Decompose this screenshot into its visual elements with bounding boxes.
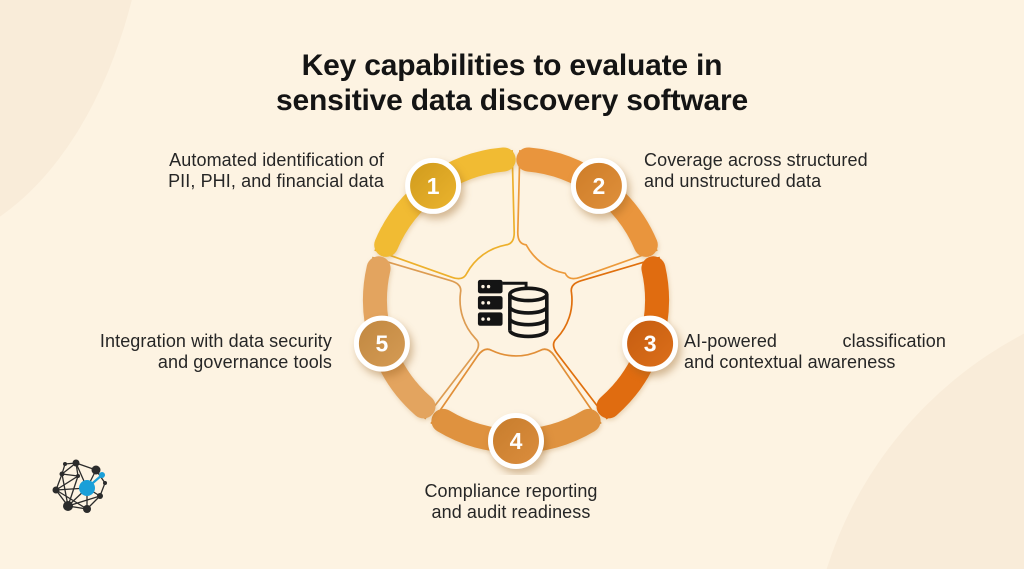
badge-1: 1 [405,157,462,214]
badge-1-number: 1 [427,173,440,199]
segment-label-1-line1: Automated identification of [169,150,384,170]
badge-5-number: 5 [376,331,389,357]
segment-label-4-line2: and audit readiness [431,502,591,522]
network-logo-accent [79,472,105,496]
segment-label-3-word-right: classification [842,331,946,351]
segment-label-3-line2: and contextual awareness [684,352,896,372]
segment-label-2: Coverage across structured and unstructu… [644,150,934,192]
sector-outline-5 [371,256,480,420]
badge-4-number: 4 [510,428,523,454]
wheel-diagram: 1 2 3 4 5 [353,147,679,469]
segment-label-2-line1: Coverage across structured [644,150,868,170]
sector-outline-3 [552,256,661,420]
page-title-line1: Key capabilities to evaluate in [301,49,723,82]
badge-5: 5 [353,315,410,372]
segment-label-3-word-left: AI-powered [684,331,778,351]
page-title-line2: sensitive data discovery software [276,84,748,117]
segment-label-2-line2: and unstructured data [644,171,822,191]
badge-2-circle [570,157,627,214]
sector-outline-2 [516,150,658,280]
segment-label-5-line1: Integration with data security [99,331,332,351]
segment-label-1: Automated identification of PII, PHI, an… [92,150,384,192]
sector-outline-4 [430,348,602,425]
segment-label-4: Compliance reporting and audit readiness [370,481,652,523]
badge-3-number: 3 [644,331,657,357]
badge-2-number: 2 [593,173,606,199]
badge-3-circle [622,315,679,372]
badge-4-circle [488,413,544,469]
sector-outline-1 [374,150,516,280]
database-server-icon [477,279,549,339]
badge-2: 2 [570,157,627,214]
background-blob-top-left [0,0,150,250]
segment-label-3: AI-powered classification and contextual… [684,331,946,373]
segment-label-1-line2: PII, PHI, and financial data [168,171,384,191]
network-logo [52,459,107,513]
badge-5-circle [353,315,410,372]
page-title: Key capabilities to evaluate in sensitiv… [0,48,1024,118]
badge-3: 3 [622,315,679,372]
badge-1-circle [405,157,462,214]
network-logo-nodes [52,459,107,513]
segment-label-3-line1: AI-powered classification [684,331,946,352]
server-led-dots [481,284,491,321]
sector-outlines [371,150,661,425]
segment-label-5: Integration with data security and gover… [60,331,332,373]
badge-4: 4 [488,413,544,469]
segment-label-5-line2: and governance tools [157,352,332,372]
segment-label-4-line1: Compliance reporting [424,481,598,501]
